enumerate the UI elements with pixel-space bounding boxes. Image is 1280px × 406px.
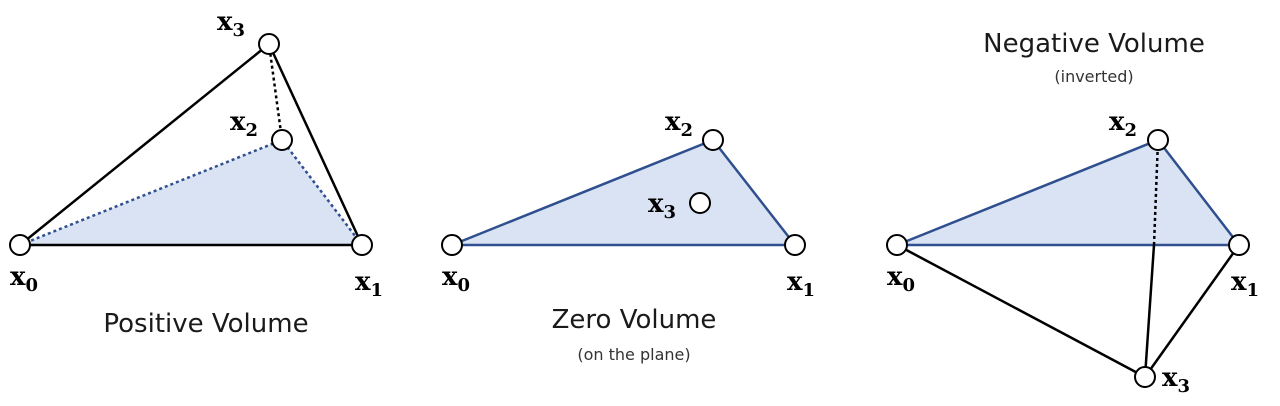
edge-x0-x3 (19, 43, 270, 246)
edge-x0-x2 (896, 138, 1159, 247)
edge-x1-x2 (712, 139, 796, 246)
edge-x2-x3 (267, 43, 284, 141)
label-x2: x2 (230, 107, 258, 141)
subcaption-negative-volume: (inverted) (1054, 67, 1133, 86)
label-x3: x3 (648, 189, 676, 223)
vertex-x3 (1134, 366, 1156, 388)
label-x1: x1 (1231, 267, 1259, 301)
vertex-x0 (886, 234, 908, 256)
label-x3: x3 (1162, 363, 1190, 397)
label-x1: x1 (787, 267, 815, 301)
panel-negative-volume: x0 x1 x2 x3 Negative Volume (inverted) (886, 29, 1259, 397)
vertex-x2 (702, 129, 724, 151)
caption-zero-volume: Zero Volume (552, 305, 717, 335)
label-x2: x2 (665, 107, 693, 141)
vertex-x0 (441, 234, 463, 256)
vertex-x0 (9, 234, 31, 256)
edge-x1-x3 (267, 43, 364, 246)
label-x2: x2 (1109, 107, 1137, 141)
edge-x2-x3-visible (1143, 244, 1156, 378)
edge-x0-x2 (451, 138, 714, 247)
edge-x0-x3 (896, 243, 1146, 379)
subcaption-zero-volume: (on the plane) (577, 345, 690, 364)
panel-positive-volume: x0 x1 x2 x3 Positive Volume (9, 7, 383, 339)
edge-x1-x2 (1157, 139, 1240, 246)
base-face (20, 140, 362, 245)
base-face (452, 140, 795, 245)
vertex-x3 (258, 33, 280, 55)
base-face (897, 140, 1239, 245)
panel-zero-volume: x0 x1 x2 x3 Zero Volume (on the plane) (441, 107, 815, 364)
vertex-x3 (689, 192, 711, 214)
label-x3: x3 (217, 7, 245, 41)
caption-positive-volume: Positive Volume (103, 309, 308, 339)
vertex-x1 (784, 234, 806, 256)
vertex-x1 (1228, 234, 1250, 256)
edge-x1-x2 (281, 139, 363, 246)
label-x0: x0 (10, 262, 38, 296)
label-x1: x1 (355, 267, 383, 301)
label-x0: x0 (887, 262, 915, 296)
vertex-x2 (271, 129, 293, 151)
edge-x0-x2 (19, 138, 283, 247)
vertex-x2 (1147, 129, 1169, 151)
label-x0: x0 (442, 262, 470, 296)
caption-negative-volume: Negative Volume (983, 29, 1205, 59)
edge-x1-x3 (1143, 244, 1241, 378)
vertex-x1 (351, 234, 373, 256)
